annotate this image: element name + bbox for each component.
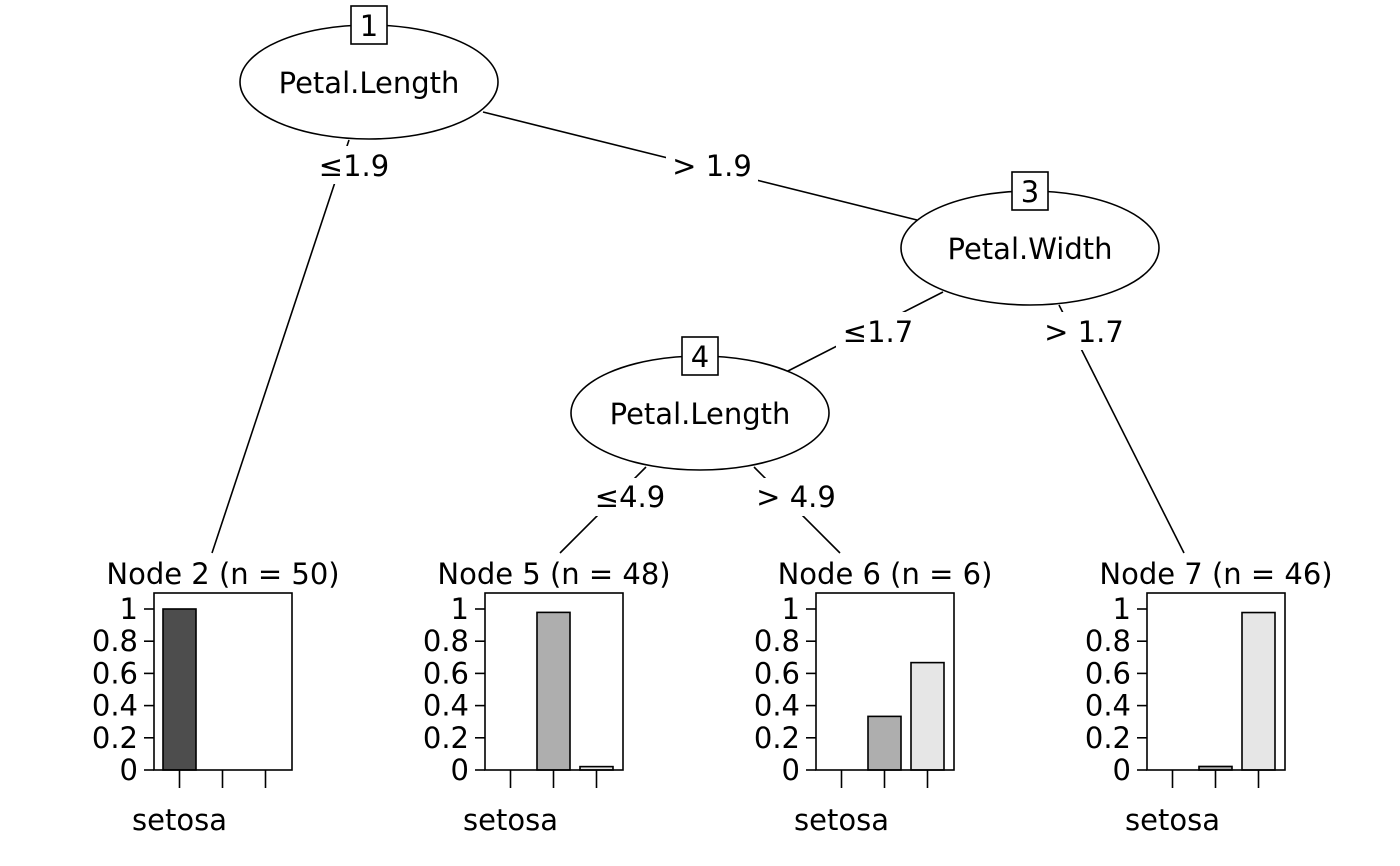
- panel-title: Node 6 (n = 6): [778, 557, 993, 591]
- node-variable-label: Petal.Length: [610, 397, 791, 431]
- x-tick-label: setosa: [463, 803, 558, 837]
- terminal-node-3: Node 6 (n = 6) 00.20.40.60.81 setosa: [754, 557, 993, 837]
- node-id-label: 4: [691, 340, 709, 374]
- node-variable-label: Petal.Width: [948, 232, 1113, 266]
- y-tick-label: 0: [1113, 753, 1131, 787]
- y-tick-label: 0.4: [92, 689, 138, 723]
- y-tick-label: 0: [120, 753, 138, 787]
- x-tick-label: setosa: [794, 803, 889, 837]
- y-tick-label: 0.8: [92, 624, 138, 658]
- y-tick-label: 0.2: [92, 721, 138, 755]
- edge-label-node3-left: ≤1.7: [843, 315, 913, 349]
- x-tick-label: setosa: [132, 803, 227, 837]
- inner-node-3: Petal.Width 3: [900, 171, 1160, 306]
- edge-label-node1-left: ≤1.9: [319, 149, 389, 183]
- edge-label-node4-left: ≤4.9: [595, 480, 665, 514]
- edge-label-node3-right: > 1.7: [1044, 315, 1124, 349]
- node-id-box: [681, 336, 719, 376]
- bar-virginica: [910, 661, 945, 771]
- edge-label-node1-right: > 1.9: [672, 149, 752, 183]
- node-id-box: [350, 5, 388, 45]
- y-tick-label: 0.6: [423, 656, 469, 690]
- y-tick-label: 0.6: [92, 656, 138, 690]
- bar-versicolor: [867, 715, 902, 771]
- y-tick-label: 0.6: [754, 656, 800, 690]
- y-tick-label: 0.2: [423, 721, 469, 755]
- x-tick-label: setosa: [1125, 803, 1220, 837]
- inner-node-1: Petal.Length 1: [239, 5, 499, 140]
- y-tick-label: 0.8: [423, 624, 469, 658]
- y-tick-label: 0: [451, 753, 469, 787]
- y-tick-label: 0.8: [754, 624, 800, 658]
- node-id-label: 3: [1021, 175, 1039, 209]
- panel-title: Node 5 (n = 48): [437, 557, 670, 591]
- bar-setosa: [162, 608, 197, 771]
- terminal-node-panels: Node 2 (n = 50)00.20.40.60.81setosaNode …: [92, 557, 1333, 837]
- terminal-node-4: Node 7 (n = 46) 00.20.40.60.81 setosa: [1085, 557, 1333, 837]
- y-tick-label: 0.4: [1085, 689, 1131, 723]
- edge-1-to-2: [211, 139, 350, 554]
- y-tick-label: 1: [120, 592, 138, 626]
- y-tick-label: 0.8: [1085, 624, 1131, 658]
- node-id-label: 1: [360, 9, 378, 43]
- bar-virginica: [1241, 611, 1276, 771]
- bar-versicolor: [536, 611, 571, 771]
- y-tick-label: 0: [782, 753, 800, 787]
- y-tick-label: 0.4: [754, 689, 800, 723]
- terminal-node-1: Node 2 (n = 50) 00.20.40.60.81 setosa: [92, 557, 340, 837]
- y-tick-label: 0.4: [423, 689, 469, 723]
- y-tick-label: 1: [451, 592, 469, 626]
- node-variable-label: Petal.Length: [279, 66, 460, 100]
- edge-label-node4-right: > 4.9: [756, 480, 836, 514]
- panel-title: Node 2 (n = 50): [106, 557, 339, 591]
- panel-title: Node 7 (n = 46): [1099, 557, 1332, 591]
- y-tick-label: 1: [782, 592, 800, 626]
- inner-node-4: Petal.Length 4: [570, 336, 830, 471]
- y-tick-label: 0.6: [1085, 656, 1131, 690]
- y-tick-label: 1: [1113, 592, 1131, 626]
- terminal-node-2: Node 5 (n = 48) 00.20.40.60.81 setosa: [423, 557, 671, 837]
- y-tick-label: 0.2: [1085, 721, 1131, 755]
- y-tick-label: 0.2: [754, 721, 800, 755]
- node-id-box: [1011, 171, 1049, 211]
